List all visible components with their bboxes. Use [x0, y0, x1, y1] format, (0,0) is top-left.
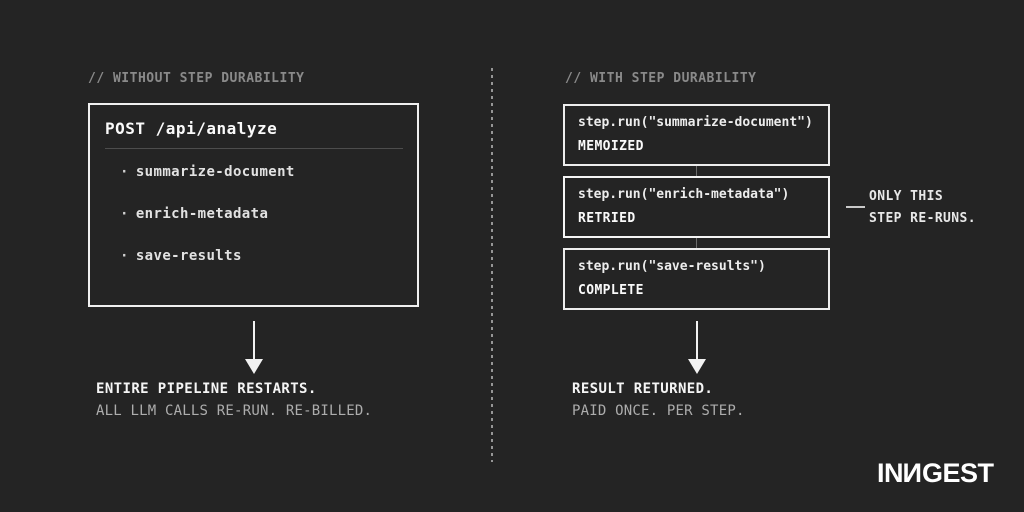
right-section-header: // WITH STEP DURABILITY [565, 71, 757, 86]
step-box-enrich: step.run("enrich-metadata") RETRIED [563, 176, 830, 238]
step-box-summarize: step.run("summarize-document") MEMOIZED [563, 104, 830, 166]
arrow-head [688, 359, 706, 374]
pipeline-item: · save-results [120, 247, 417, 265]
annotation-line1: ONLY THIS [869, 189, 944, 204]
down-arrow-icon [244, 321, 263, 374]
logo-part: GEST [922, 458, 994, 488]
down-arrow-icon [688, 321, 706, 374]
step-code: step.run("save-results") [578, 259, 766, 274]
inngest-logo: INNGEST [877, 458, 994, 489]
step-status: MEMOIZED [578, 139, 644, 154]
step-status: RETRIED [578, 211, 636, 226]
step-connector-line [696, 238, 697, 248]
step-connector-line [696, 166, 697, 176]
divider-line [105, 148, 403, 149]
step-box-save: step.run("save-results") COMPLETE [563, 248, 830, 310]
logo-mirrored-n: N [903, 458, 922, 488]
step-status: COMPLETE [578, 283, 644, 298]
arrow-head [244, 359, 263, 374]
pipeline-item-label: save-results [135, 248, 242, 264]
step-code: step.run("enrich-metadata") [578, 187, 790, 202]
pipeline-box: POST /api/analyze · summarize-document · e… [88, 103, 419, 307]
left-section-header: // WITHOUT STEP DURABILITY [88, 71, 305, 86]
pipeline-item: · enrich-metadata [120, 205, 417, 223]
left-caption-secondary: ALL LLM CALLS RE-RUN. RE-BILLED. [96, 403, 373, 419]
bullet-icon: · [120, 206, 129, 222]
right-caption-primary: RESULT RETURNED. [572, 381, 714, 397]
pipeline-item: · summarize-document [120, 163, 417, 181]
step-code: step.run("summarize-document") [578, 115, 813, 130]
left-caption-primary: ENTIRE PIPELINE RESTARTS. [96, 381, 317, 397]
pipeline-item-label: summarize-document [135, 164, 295, 180]
right-caption-secondary: PAID ONCE. PER STEP. [572, 403, 745, 419]
arrow-shaft [696, 321, 698, 359]
pipeline-title: POST /api/analyze [105, 119, 278, 138]
bullet-icon: · [120, 164, 129, 180]
logo-part: IN [877, 458, 904, 488]
center-dotted-divider [491, 68, 493, 462]
annotation-pointer-line [846, 206, 865, 208]
bullet-icon: · [120, 248, 129, 264]
arrow-shaft [252, 321, 255, 359]
annotation-line2: STEP RE-RUNS. [869, 211, 976, 226]
pipeline-item-label: enrich-metadata [135, 206, 269, 222]
